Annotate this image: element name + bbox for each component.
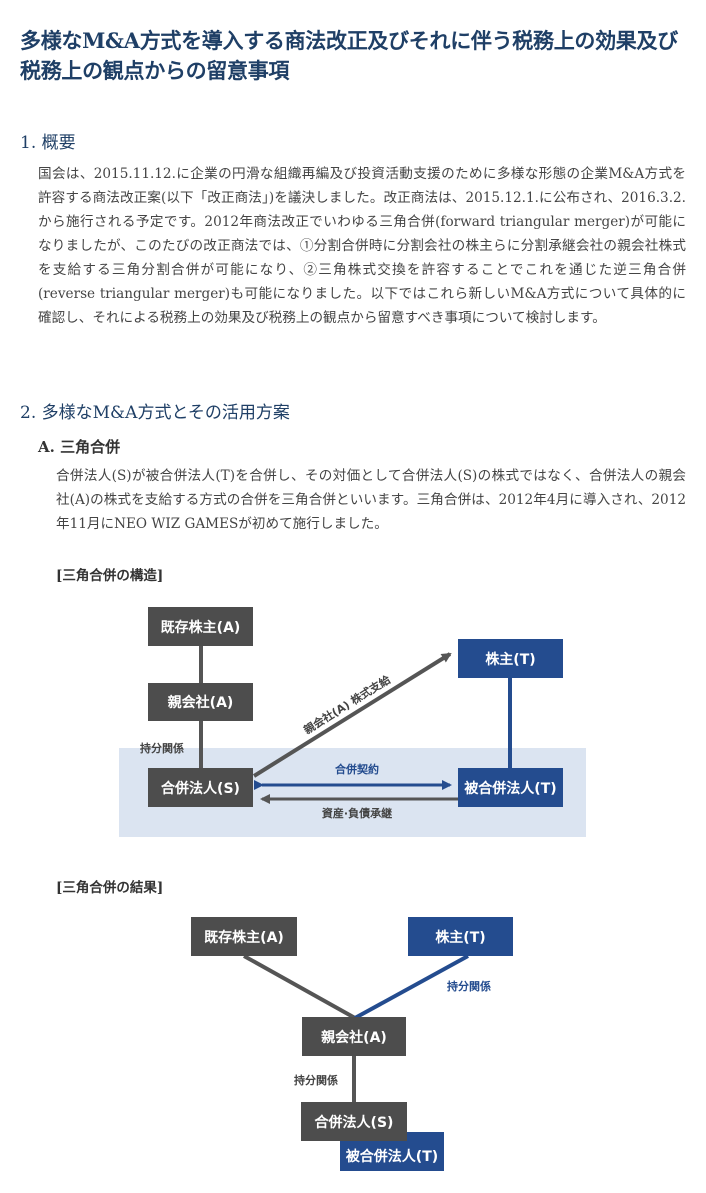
target-company-label: 被合併法人(T) xyxy=(464,780,556,797)
asset-transfer-label: 資産·負債承継 xyxy=(322,806,392,820)
existing-shareholder-label: 既存株主(A) xyxy=(161,619,241,636)
target-company-result-label: 被合併法人(T) xyxy=(346,1148,438,1165)
section-1-heading: 1. 概要 xyxy=(20,133,76,153)
shareholder-t-result-label: 株主(T) xyxy=(435,929,485,946)
subsection-a-body: 合併法人(S)が被合併法人(T)を合併し、その対価として合併法人(S)の株式では… xyxy=(56,468,686,532)
connector-shareholder-parent-result xyxy=(243,954,356,1020)
parent-company-result-label: 親会社(A) xyxy=(321,1029,387,1046)
holding-label: 持分関係 xyxy=(140,741,184,755)
existing-shareholder-result-box xyxy=(191,917,297,956)
holding-label-result: 持分関係 xyxy=(294,1073,338,1087)
diagram-2-caption: [三角合併の結果] xyxy=(56,880,164,896)
diagram-result: 既存株主(A) 株主(T) 持分関係 親会社(A) 持分関係 被合併法人(T) … xyxy=(191,917,513,1171)
existing-shareholder-result-label: 既存株主(A) xyxy=(204,929,284,946)
shareholder-t-box xyxy=(458,639,563,678)
parent-company-box xyxy=(148,683,253,721)
diagram-1-caption: [三角合併の構造] xyxy=(56,568,164,584)
shareholder-t-result-box xyxy=(408,917,513,956)
subsection-a-heading: A. 三角合併 xyxy=(38,438,121,456)
parent-company-label: 親会社(A) xyxy=(168,694,234,711)
shareholder-t-label: 株主(T) xyxy=(485,651,535,668)
merging-company-label: 合併法人(S) xyxy=(161,780,240,797)
existing-shareholder-box xyxy=(148,607,253,646)
stock-payment-label: 親会社(A) 株式支給 xyxy=(301,672,394,737)
page-title: 多様なM&A方式を導入する商法改正及びそれに伴う税務上の効果及び税務上の観点から… xyxy=(20,28,678,83)
merging-company-result-box xyxy=(301,1102,407,1141)
holding-label-t-result: 持分関係 xyxy=(447,979,491,993)
merging-company-result-label: 合併法人(S) xyxy=(315,1114,394,1131)
merger-contract-label: 合併契約 xyxy=(335,762,379,776)
section-1-body: 国会は、2015.11.12.に企業の円滑な組織再編及び投資活動支援のために多様… xyxy=(38,166,686,326)
target-company-box xyxy=(458,768,563,807)
section-2-heading: 2. 多様なM&A方式とその活用方案 xyxy=(20,403,290,423)
connector-shareholder-t-parent-result xyxy=(354,954,469,1020)
stock-payment-arrow xyxy=(252,652,452,778)
diagram-structure: 既存株主(A) 親会社(A) 合併法人(S) 株主(T) 被合併法人(T) 持分… xyxy=(119,607,586,837)
merging-company-box xyxy=(148,768,253,807)
parent-company-result-box xyxy=(302,1017,406,1056)
